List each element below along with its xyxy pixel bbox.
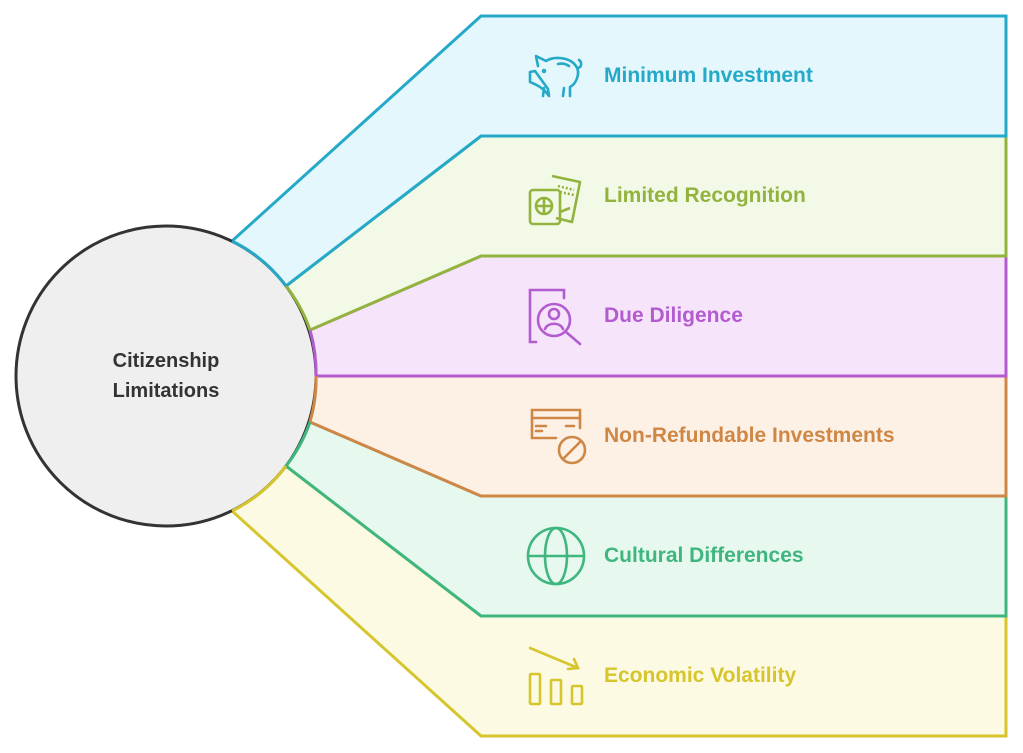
center-title: Citizenship Limitations	[66, 346, 266, 406]
item-label: Limited Recognition	[604, 184, 806, 207]
person-search-icon	[528, 288, 582, 346]
item-label: Due Diligence	[604, 304, 743, 327]
card-blocked-icon	[530, 408, 587, 465]
item-label: Minimum Investment	[604, 64, 813, 87]
globe-icon	[526, 526, 586, 586]
arc-segment-5	[284, 421, 312, 467]
arc-segment-3	[308, 329, 318, 377]
band-1	[164, 14, 1008, 378]
piggy-bank-icon	[528, 54, 583, 98]
declining-chart-icon	[528, 646, 584, 706]
arc-segment-2	[284, 285, 312, 331]
arc-segment-6	[231, 465, 288, 513]
center-title-line2: Limitations	[112, 380, 220, 402]
item-label: Non-Refundable Investments	[604, 424, 895, 447]
center-title-line1: Citizenship	[112, 350, 220, 372]
item-label: Economic Volatility	[604, 664, 797, 687]
arc-segment-1	[231, 239, 288, 287]
arc-segment-4	[308, 375, 318, 423]
passport-ticket-icon	[528, 174, 582, 226]
item-label: Cultural Differences	[604, 544, 804, 567]
